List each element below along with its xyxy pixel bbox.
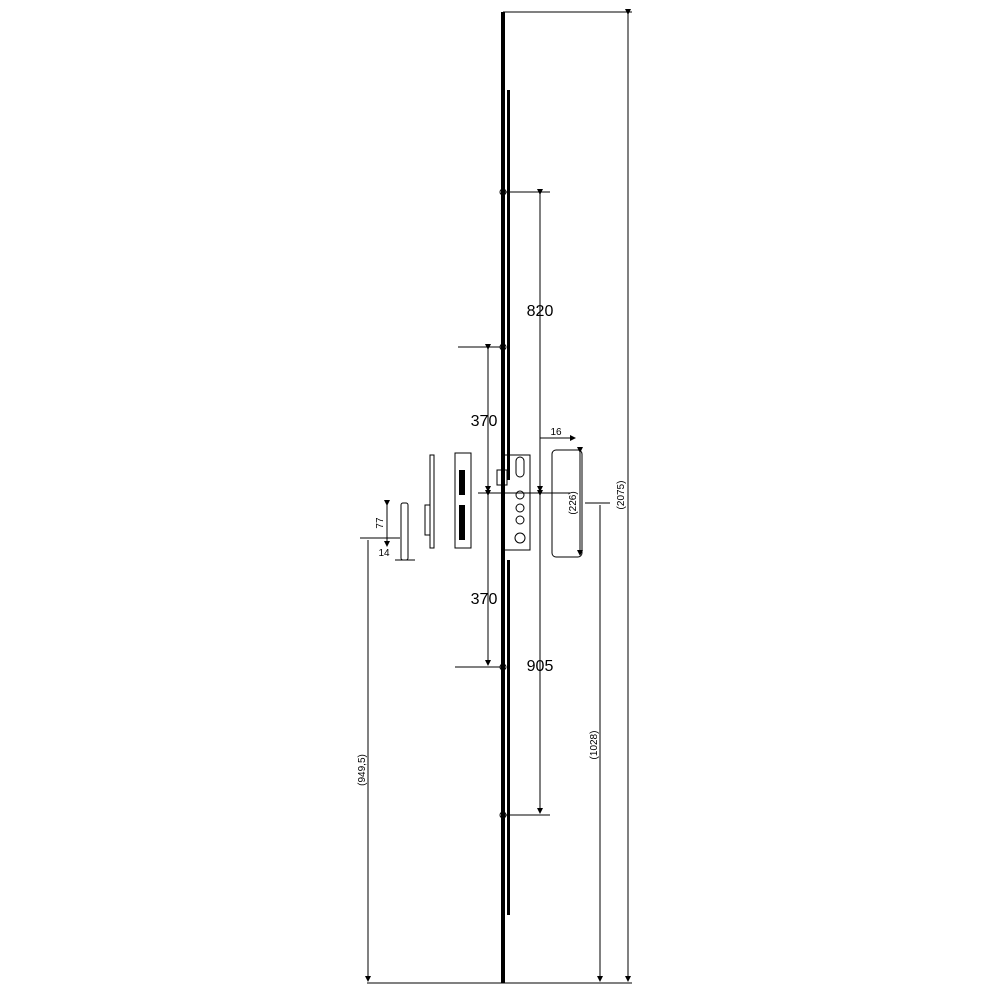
dim-820: 820	[527, 303, 554, 320]
dim-1028: (1028)	[589, 731, 600, 760]
dim-16: 16	[550, 427, 562, 438]
dim-370-upper: 370	[471, 413, 498, 430]
dim-2075: (2075)	[616, 481, 627, 510]
small-keeper	[400, 502, 409, 561]
lock-bar	[501, 12, 510, 983]
dim-14: 14	[378, 548, 390, 559]
keeper-plate	[454, 452, 472, 549]
dim-226: (226)	[568, 491, 579, 514]
dim-905: 905	[527, 658, 554, 675]
dim-949-5: (949,5)	[357, 754, 368, 786]
dim-77: 77	[375, 517, 386, 529]
keeper-strip	[424, 454, 435, 549]
dim-370-lower: 370	[471, 591, 498, 608]
dimension-lines	[360, 9, 632, 984]
lock-case	[496, 454, 531, 551]
